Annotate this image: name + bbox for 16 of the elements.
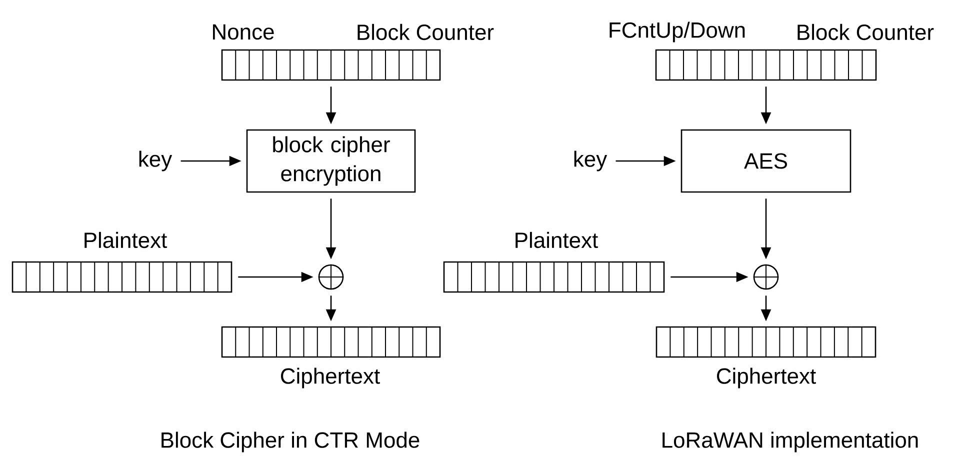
xor-symbol (752, 264, 780, 290)
register-label: Block Counter (358, 24, 494, 40)
cipher-box: AES (680, 129, 852, 193)
input-label: key (139, 150, 172, 172)
xor-symbol (318, 264, 344, 290)
register-label: Ciphertext (716, 368, 816, 388)
input-label: key (574, 150, 608, 172)
register-label: FCntUp/Down (610, 22, 745, 42)
register-label: Nonce (213, 24, 274, 40)
register-label: Plaintext (84, 232, 168, 248)
register-label: Plaintext (516, 232, 598, 248)
register-label: Ciphertext (280, 368, 380, 388)
cipher-box: block cipher encryption (246, 129, 416, 193)
register-label: Block Counter (798, 24, 934, 40)
caption: LoRaWAN implementation (662, 432, 918, 452)
caption: Block Cipher in CTR Mode (162, 432, 420, 452)
